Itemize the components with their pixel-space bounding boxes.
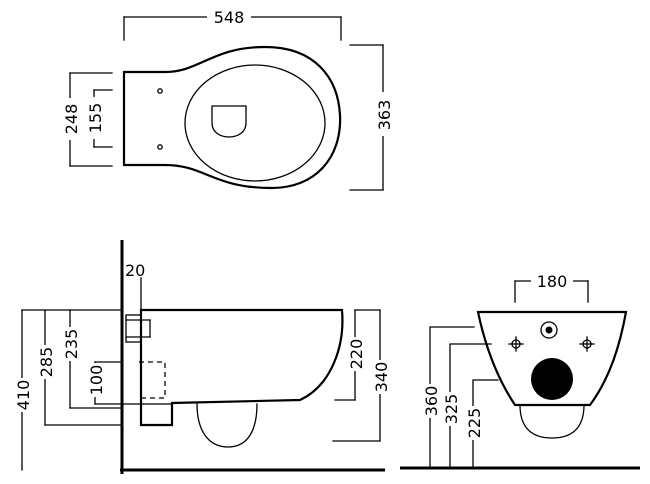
inlet-outer (540, 321, 558, 339)
pan-outline-rear (476, 310, 628, 407)
dim-bowl-depth: 220 (347, 339, 366, 370)
dim-hole-spacing: 155 (86, 103, 105, 134)
inlet-inner (545, 326, 553, 334)
flush-outlet-top (211, 105, 247, 138)
fixing-hole-lower (157, 144, 163, 150)
dim-flange-width: 248 (62, 104, 81, 135)
bolt-hole-right (579, 336, 595, 352)
hidden-fixing (139, 361, 166, 399)
pan-outline-side (139, 308, 344, 427)
dim-outlet-height-a: 285 (37, 347, 56, 378)
dim-bolt-height-a: 360 (422, 386, 441, 417)
dim-outlet-height-c: 100 (87, 365, 106, 396)
fixing-hole-upper (157, 88, 163, 94)
trap-outline-rear (519, 404, 585, 439)
dim-bolt-height-b: 325 (442, 394, 461, 425)
dim-front-height: 340 (372, 362, 391, 393)
waste-outlet (531, 358, 573, 400)
dim-overall-length: 548 (214, 8, 245, 27)
dim-mount-thickness: 20 (125, 261, 145, 280)
mount-plate (125, 314, 142, 343)
dim-overall-depth: 363 (375, 100, 394, 131)
trap-outline-side (196, 403, 258, 448)
top-view: 548 363 248 155 (61, 8, 394, 191)
dim-rim-height: 410 (14, 380, 33, 411)
dim-waste-height: 225 (465, 408, 484, 439)
pan-outline-top (122, 45, 342, 190)
bowl-rim-top (184, 64, 326, 182)
side-view: 20 410 285 235 100 (13, 240, 391, 474)
dim-rear-width: 180 (537, 272, 568, 291)
dim-outlet-height-b: 235 (62, 329, 81, 360)
rear-view: 180 360 325 225 (400, 272, 640, 470)
bolt-hole-left (508, 336, 524, 352)
